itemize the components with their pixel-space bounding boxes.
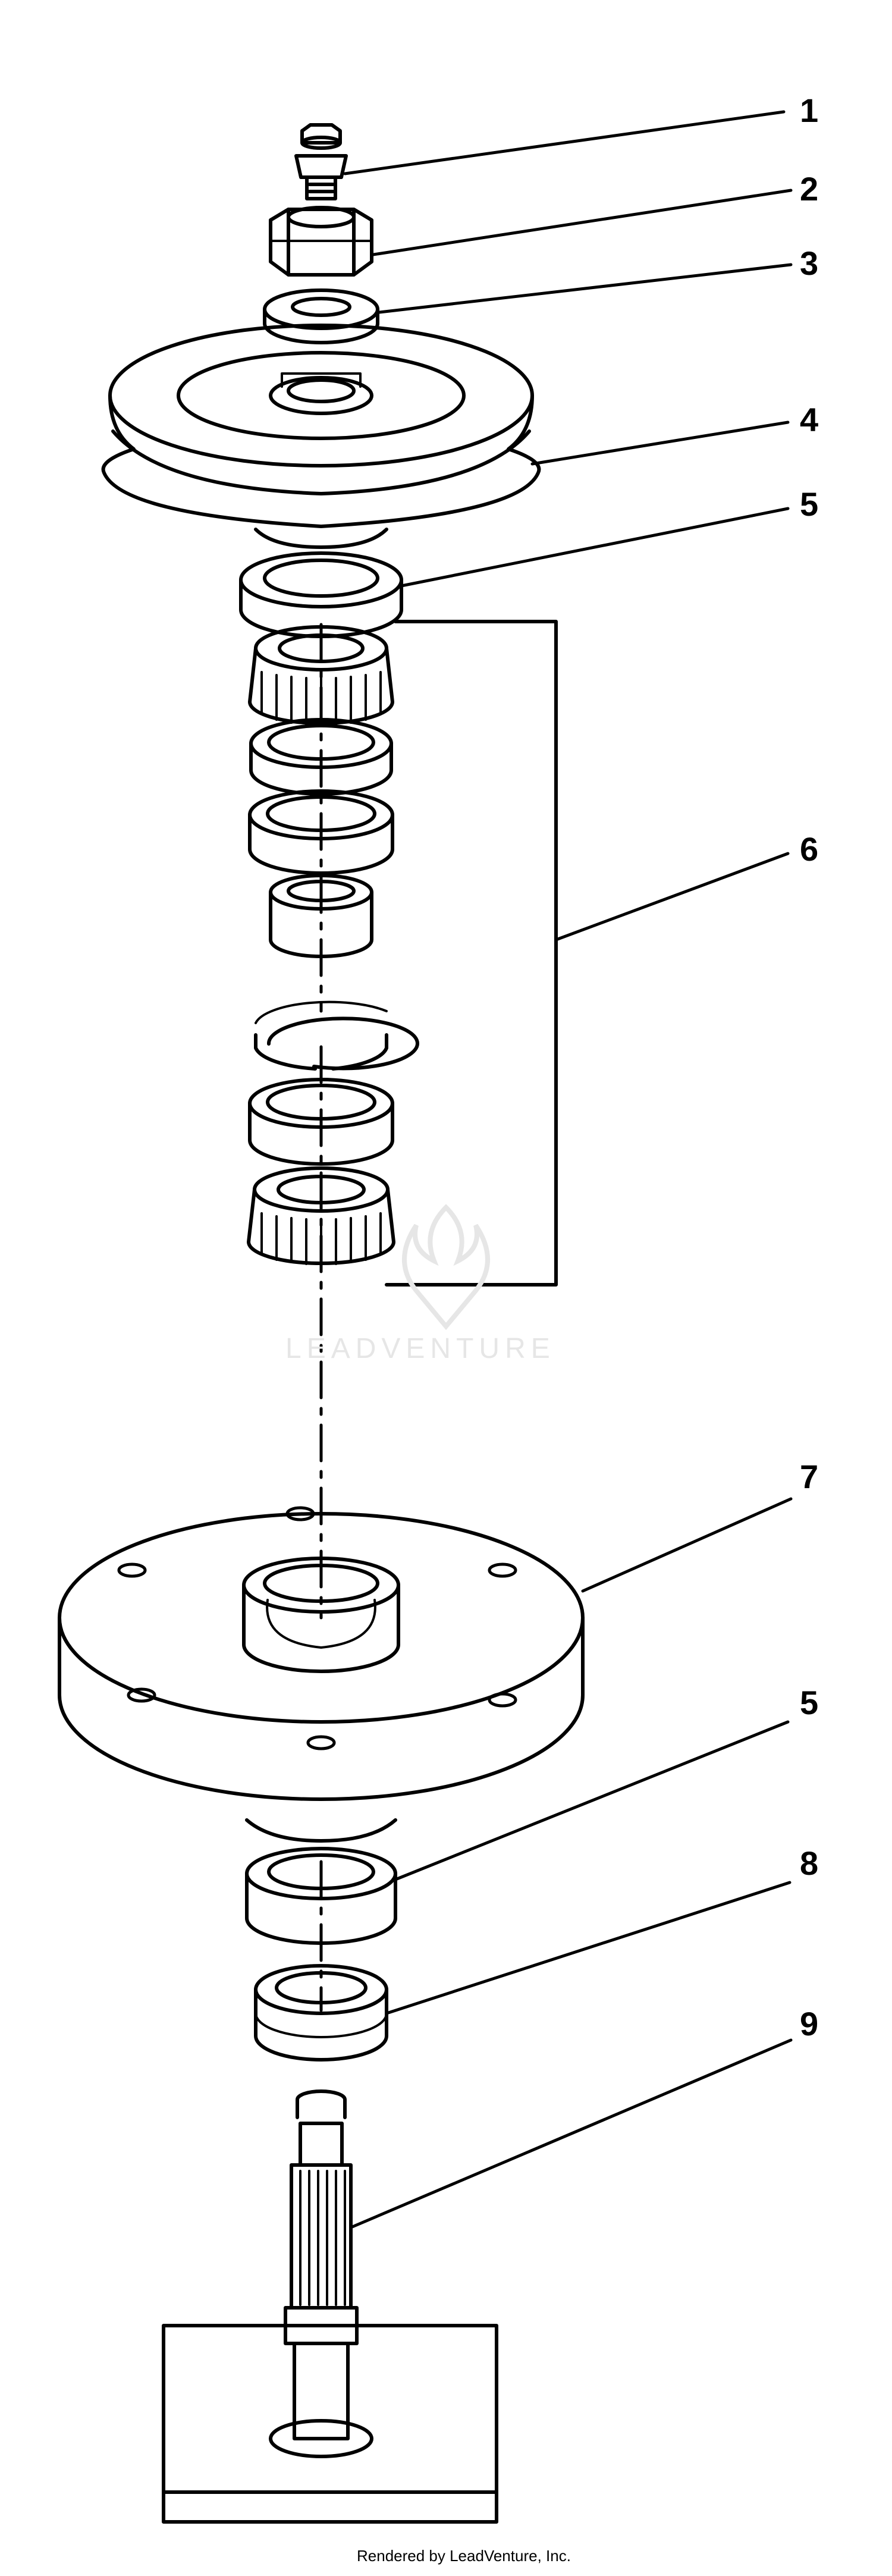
bearing-cone-upper: [248, 625, 394, 726]
bearing-spacer: [269, 874, 373, 958]
callout-5-upper: 5: [800, 485, 819, 523]
part-7-spindle-housing: [58, 1506, 585, 1843]
part-9-spindle-shaft: [162, 2089, 498, 2524]
part-5-seal-lower: [245, 1847, 397, 1945]
bearing-cup-upper: [249, 718, 393, 796]
housing-bolt-holes: [117, 1506, 517, 1750]
shaft-base-block: [162, 2324, 498, 2524]
callout-8: 8: [800, 1844, 819, 1882]
part-2-nut: [269, 206, 373, 277]
callout-leaders: [343, 110, 793, 2229]
footer-credit: Rendered by LeadVenture, Inc.: [357, 2547, 571, 2565]
part-8-bearing: [254, 1964, 388, 2062]
callout-7: 7: [800, 1458, 819, 1495]
callout-6: 6: [800, 830, 819, 868]
part-1-grease-fitting: [294, 123, 348, 200]
callout-1: 1: [800, 92, 819, 129]
bearing-cone-lower: [247, 1166, 395, 1265]
callout-9: 9: [800, 2005, 819, 2042]
watermark-flame-logo: [402, 1204, 490, 1331]
snap-ring: [254, 1000, 419, 1071]
part-6-bearing-kit: [247, 620, 558, 1287]
kit-bracket: [385, 620, 558, 1287]
callout-2: 2: [800, 170, 819, 208]
bearing-cup-middle: [248, 789, 394, 875]
callout-3: 3: [800, 244, 819, 282]
watermark-text: LEADVENTURE: [285, 1333, 555, 1364]
part-3-washer: [263, 288, 379, 344]
bearing-cup-lower: [248, 1078, 394, 1166]
callout-5-lower: 5: [800, 1684, 819, 1721]
callout-4: 4: [800, 401, 819, 438]
part-4-pulley: [101, 324, 541, 549]
